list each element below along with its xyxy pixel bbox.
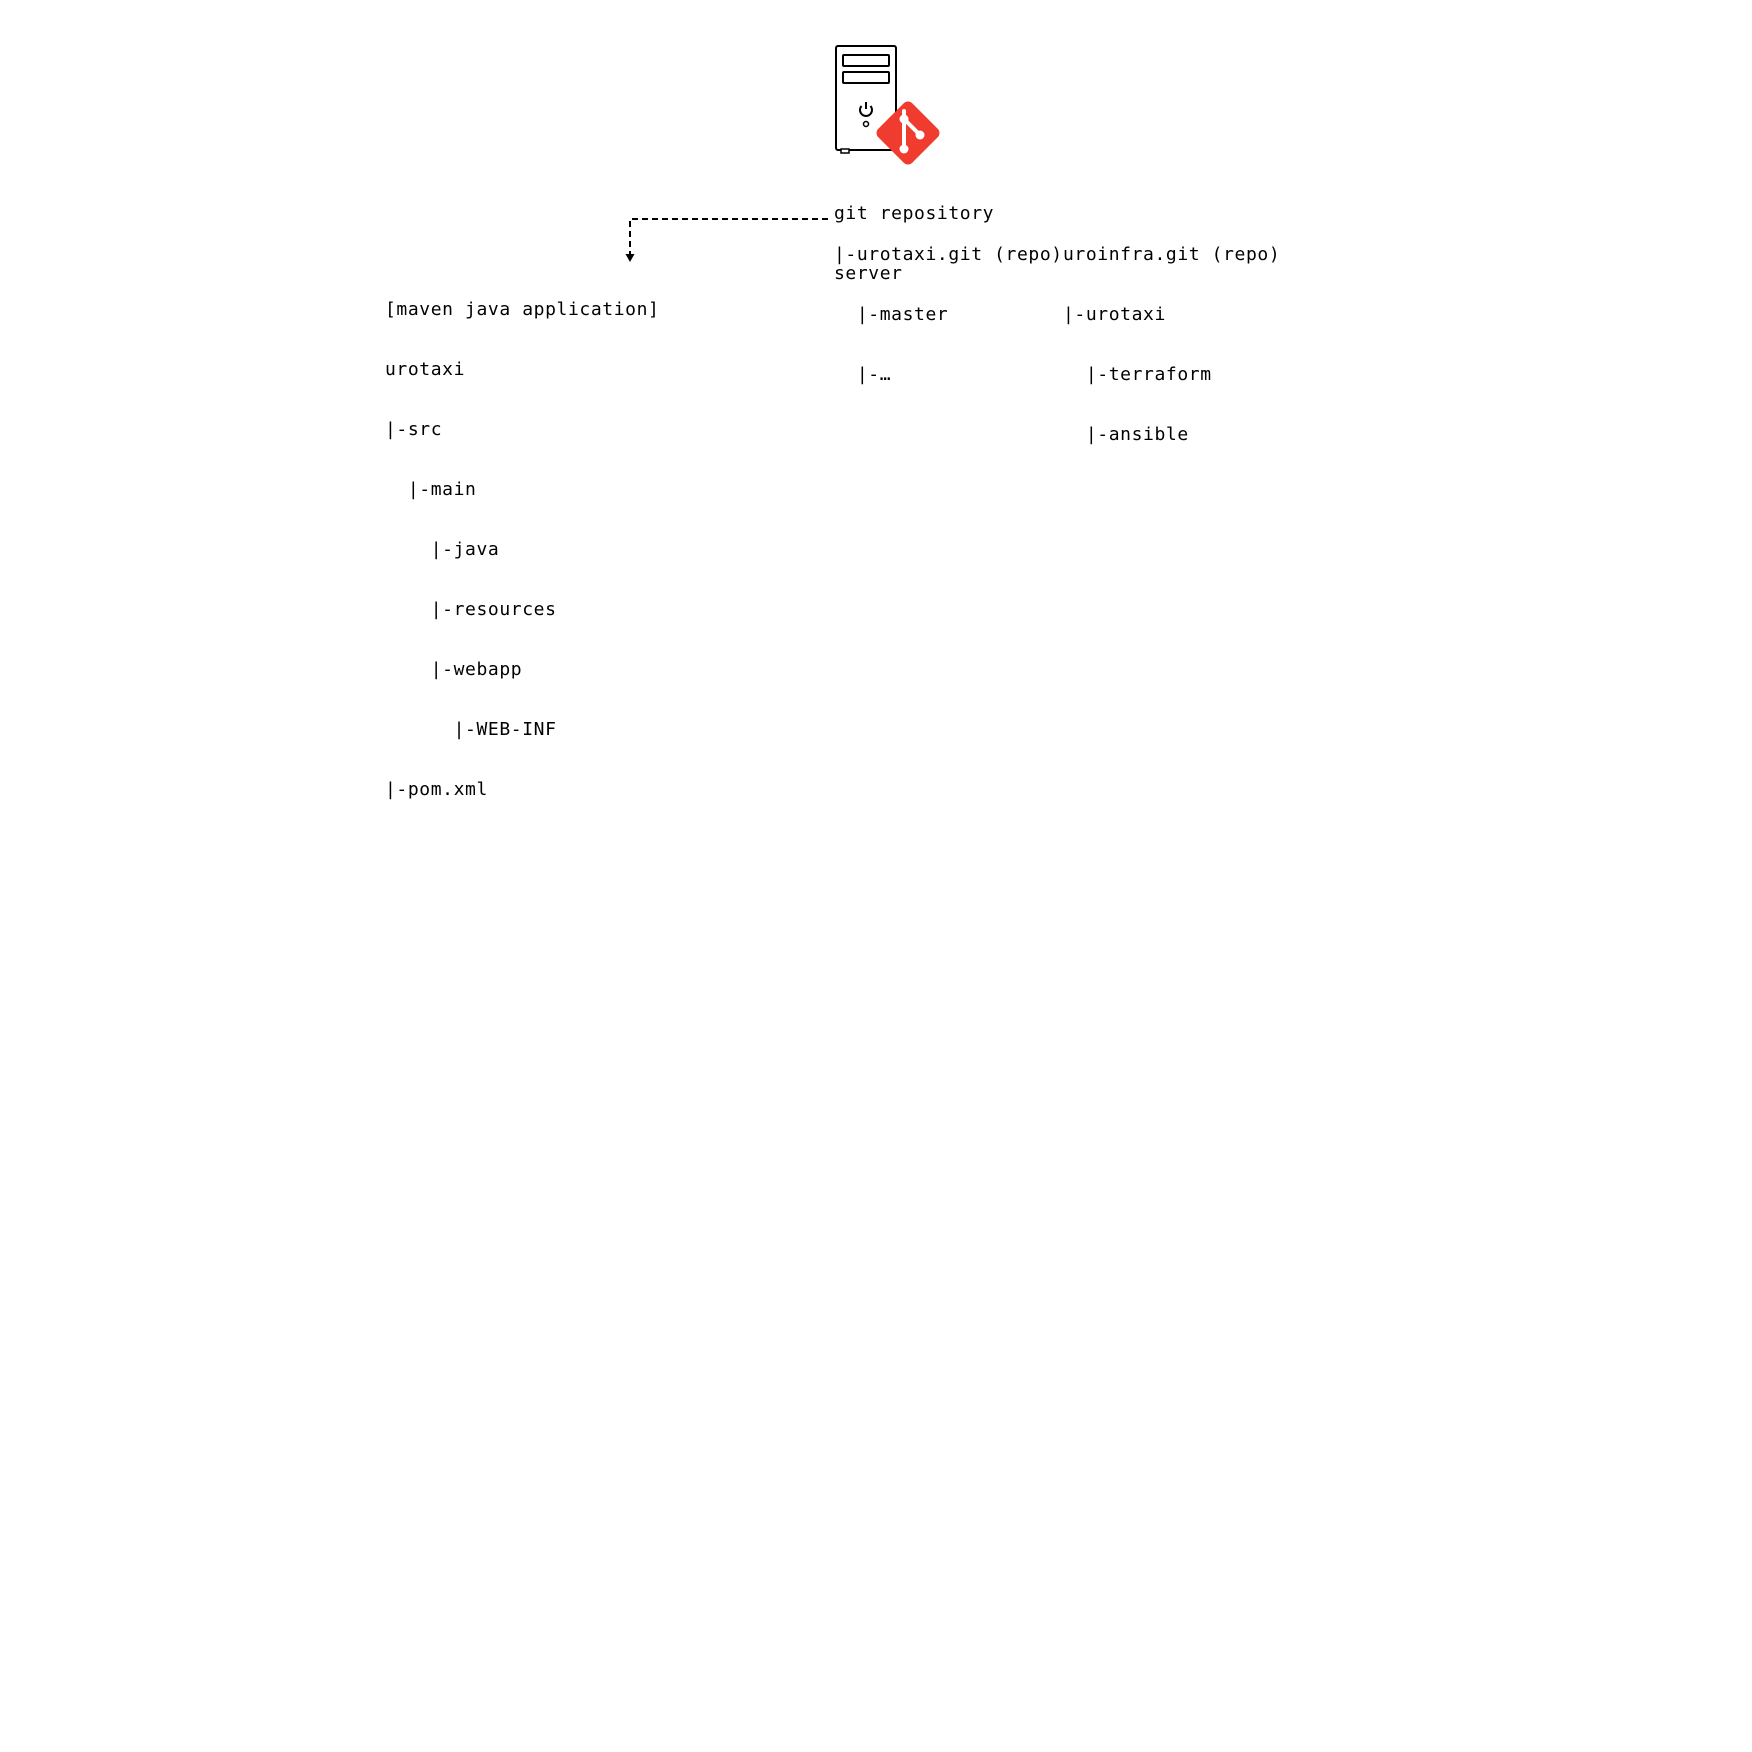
server-label: git repository server [834,164,994,324]
tree-line: |-… [834,364,892,385]
git-logo-icon [876,101,940,165]
tree-line: |-master [834,304,949,325]
server-tower-icon [835,45,897,154]
app-tree-line: [maven java application] [385,299,660,320]
app-tree-line: |-main [385,479,477,500]
app-tree-line: |-webapp [385,659,523,680]
tree-line: |-terraform [1063,364,1212,385]
uroinfra-repo-tree: uroinfra.git (repo) |-urotaxi |-terrafor… [1063,205,1280,485]
app-tree-line: |-pom.xml [385,779,488,800]
tree-line: |-urotaxi.git (repo) [834,244,1063,265]
server-label-line: git repository [834,203,995,224]
tree-line: |-ansible [1063,424,1189,445]
maven-app-tree: [maven java application] urotaxi |-src |… [385,260,660,840]
app-tree-line: |-src [385,419,443,440]
urotaxi-repo-tree: |-urotaxi.git (repo) |-master |-… [834,205,1063,425]
tree-line: |-urotaxi [1063,304,1166,325]
app-tree-line: |-java [385,539,500,560]
server-label-line: server [834,263,903,284]
app-tree-line: urotaxi [385,359,466,380]
tree-line: uroinfra.git (repo) [1063,244,1281,265]
app-tree-line: |-WEB-INF [385,719,557,740]
app-tree-line: |-resources [385,599,557,620]
